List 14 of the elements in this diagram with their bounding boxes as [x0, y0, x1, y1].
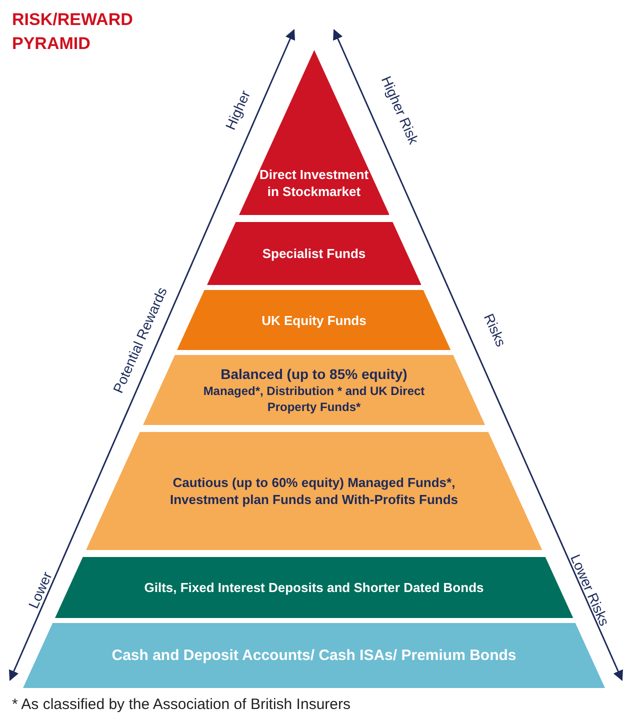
side-label: Lower	[25, 569, 55, 611]
layer-label: Direct Investment in Stockmarket	[258, 166, 370, 200]
layer-label: Cautious (up to 60% equity) Managed Funds*, Investment plan Funds and With-Profits Funds	[168, 474, 460, 508]
side-label: Lower Risks	[567, 552, 613, 628]
layer-label: Specialist Funds	[262, 245, 366, 262]
layer-label: Managed*, Distribution * and UK Direct Property Funds*	[202, 383, 426, 415]
side-label: Risks	[480, 311, 510, 349]
layer-label: UK Equity Funds	[262, 312, 366, 328]
layer-label: Cash and Deposit Accounts/ Cash ISAs/ Premium Bonds	[112, 646, 516, 665]
side-label: Higher Risk	[378, 74, 422, 146]
layer-label: Balanced (up to 85% equity)	[220, 365, 408, 383]
title: RISK/REWARD PYRAMID	[12, 9, 134, 55]
footnote: * As classified by the Association of British Insurers	[12, 696, 350, 713]
layer-label: Gilts, Fixed Interest Deposits and Shorter Dated Bonds	[144, 579, 484, 596]
